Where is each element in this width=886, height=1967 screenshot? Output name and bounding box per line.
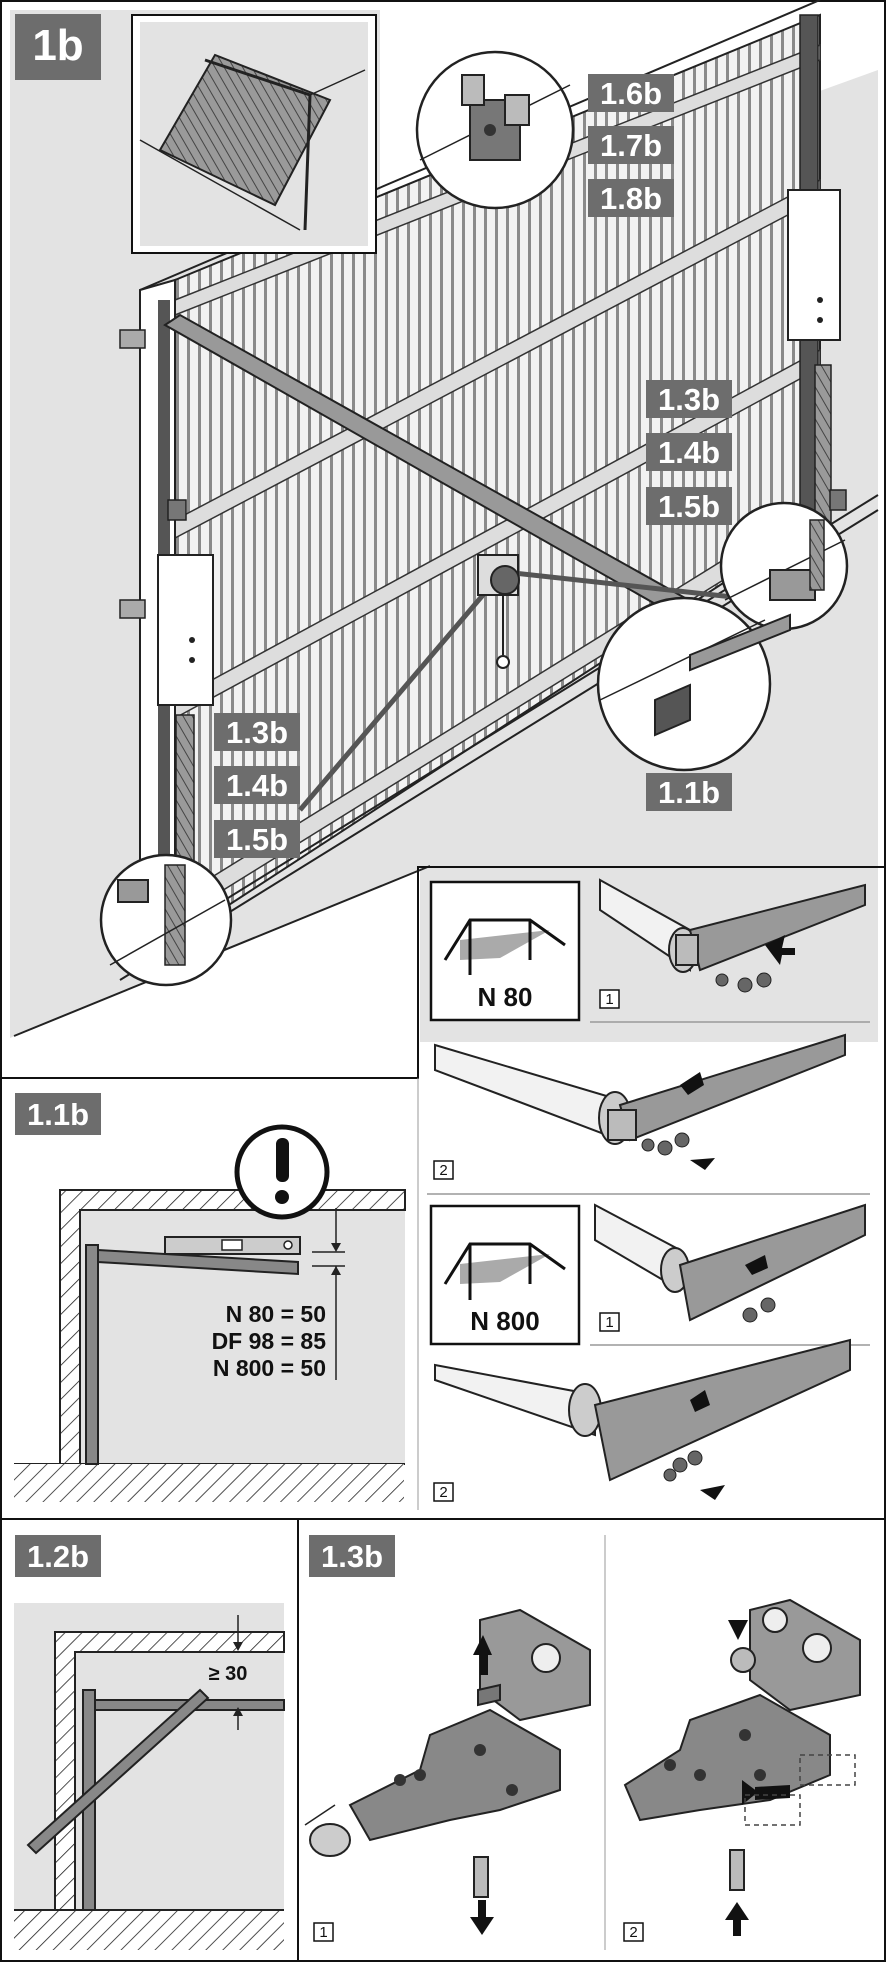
step-number: 1 [605, 1314, 613, 1331]
main-title: 1b [32, 21, 83, 70]
hinge-step-1: 1 [304, 1608, 591, 1942]
panel-title: 1.3b [321, 1539, 383, 1574]
panel-title: 1.2b [27, 1539, 89, 1574]
profile-label-n800: N 800 [470, 1306, 539, 1336]
overview-inset [131, 14, 377, 254]
callout-label: 1.1b [658, 775, 720, 810]
step-number: 2 [629, 1924, 637, 1941]
door-leaf-side [26, 1688, 210, 1855]
divider [2, 866, 884, 1079]
callout-label: 1.3b [658, 382, 720, 417]
callout-label: 1.3b [226, 715, 288, 750]
dimension-label: N 800 = 50 [213, 1355, 326, 1381]
callouts-left: 1.3b 1.4b 1.5b [214, 713, 300, 858]
tension-rod [298, 573, 502, 812]
dimension-label: DF 98 = 85 [212, 1328, 327, 1354]
dimension-label: ≥ 30 [209, 1663, 248, 1685]
step-number: 2 [439, 1162, 447, 1179]
main-title-tag: 1b [15, 14, 101, 80]
panel-title: 1.1b [27, 1097, 89, 1132]
callouts-right: 1.3b 1.4b 1.5b [646, 380, 732, 525]
callout-label: 1.7b [600, 128, 662, 163]
tension-rod [504, 569, 761, 603]
callouts-top: 1.6b 1.7b 1.8b [588, 74, 674, 217]
mounting-n80: N 80 1 2 [429, 878, 870, 1180]
wall-bracket [119, 329, 146, 349]
door-post [85, 1244, 99, 1465]
callout-label: 1.8b [600, 181, 662, 216]
hinge-step-2: 2 [623, 1598, 861, 1942]
right-spring-cover [787, 189, 841, 341]
lock-mechanism [477, 554, 520, 669]
step-number: 1 [605, 991, 613, 1008]
tilted-door-icon [158, 53, 332, 207]
zoom-detail-bottom [596, 596, 791, 772]
step-number: 2 [439, 1484, 447, 1501]
panel-1-2b: 1.2b ≥ 30 [14, 1535, 285, 1950]
left-spring-cover [157, 554, 214, 706]
wall-bracket [119, 599, 146, 619]
callout-bottom: 1.1b [646, 773, 732, 811]
callout-label: 1.4b [226, 768, 288, 803]
callout-label: 1.4b [658, 435, 720, 470]
profile-label-n80: N 80 [478, 982, 533, 1012]
panel-1-1b: 1.1b N 80 = 50 DF 98 = 85 N 800 = 50 [14, 1093, 406, 1502]
callout-label: 1.6b [600, 76, 662, 111]
warning-icon [234, 1124, 330, 1220]
zoom-detail-left [99, 853, 233, 987]
panel-1-3b: 1.3b 1 [304, 1535, 861, 1950]
callout-label: 1.5b [226, 822, 288, 857]
mounting-n800: N 800 1 2 [429, 1203, 870, 1502]
callout-label: 1.5b [658, 489, 720, 524]
zoom-detail-top [415, 50, 575, 210]
dimension-label: N 80 = 50 [226, 1301, 326, 1327]
zoom-detail-right [719, 501, 849, 631]
step-number: 1 [319, 1924, 327, 1941]
main-panel-1b: 1b 1.6b 1.7b 1.8b 1.3b 1.4b 1.5b 1.3b 1.… [10, 0, 879, 1042]
